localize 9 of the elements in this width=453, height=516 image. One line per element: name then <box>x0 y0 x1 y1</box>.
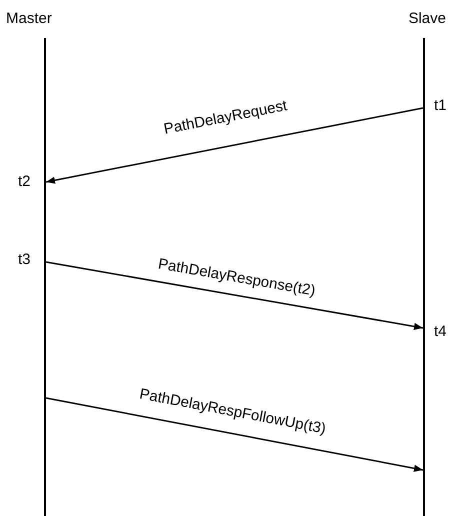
message-arrow <box>46 107 424 184</box>
timestamp-label: t1 <box>434 97 447 115</box>
message-arrow <box>46 261 424 330</box>
message-arrow <box>46 397 424 472</box>
timestamp-label: t2 <box>18 173 31 191</box>
timestamp-label: t4 <box>434 323 447 341</box>
participant-name: Master <box>6 10 52 28</box>
participant-name: Slave <box>408 10 446 28</box>
timestamp-label: t3 <box>18 251 31 269</box>
